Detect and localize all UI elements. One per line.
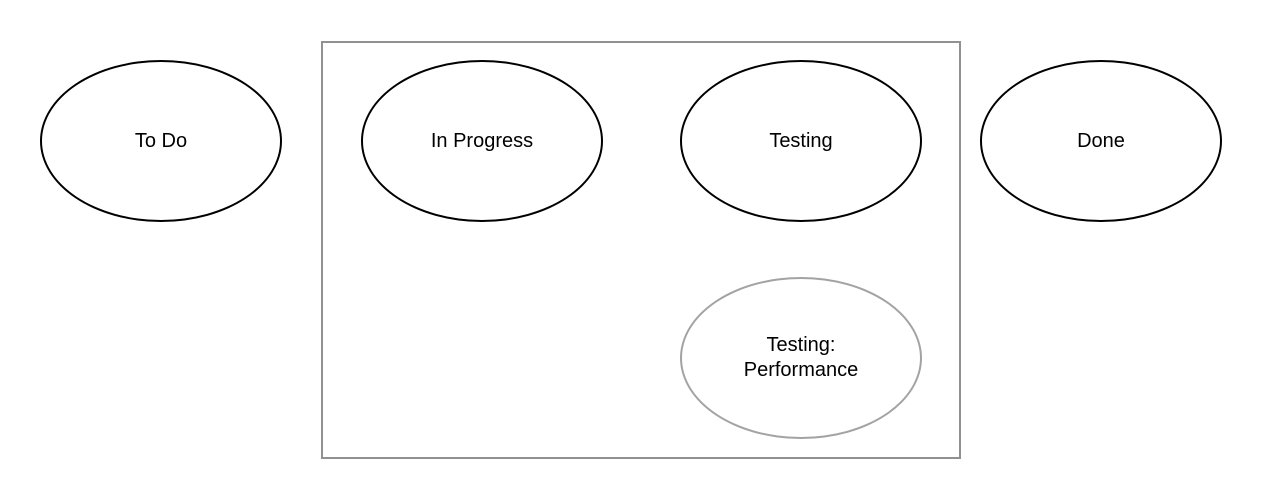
node-testing-label: Testing [769,129,833,152]
node-in-progress-label: In Progress [430,129,534,152]
node-in-progress[interactable]: In Progress [361,60,603,222]
node-testing[interactable]: Testing [680,60,922,222]
node-done-label: Done [1077,129,1125,152]
node-done[interactable]: Done [980,60,1222,222]
node-todo[interactable]: To Do [40,60,282,222]
node-testing-performance[interactable]: Testing: Performance [680,277,922,439]
node-testing-performance-label: Testing: Performance [743,334,859,381]
node-todo-label: To Do [134,129,188,152]
